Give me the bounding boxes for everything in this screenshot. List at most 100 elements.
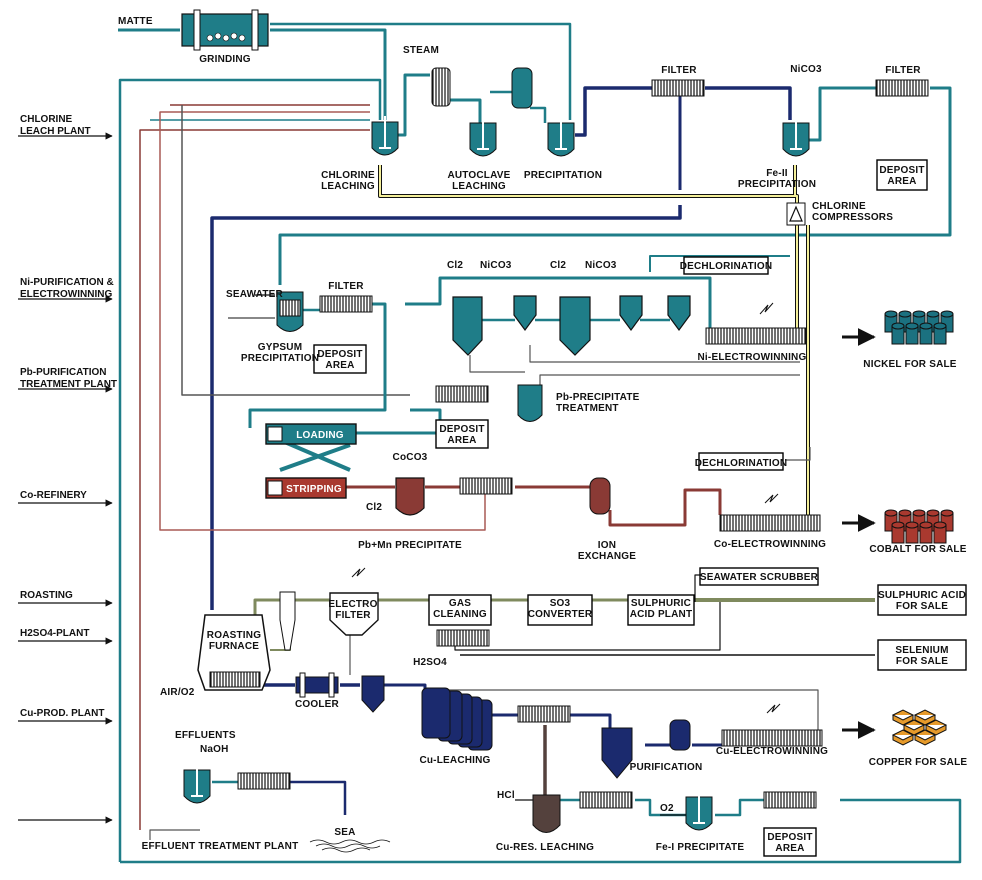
nickel-cylinder <box>933 322 947 345</box>
side-label-cu-prod-plant: Cu-PROD. PLANT <box>20 708 104 719</box>
cooler-drum <box>295 672 339 698</box>
label-seawater: SEAWATER <box>226 289 284 300</box>
roasting-furnace <box>197 614 271 691</box>
purification-thickener <box>601 727 633 779</box>
label-filter1: FILTER <box>661 65 697 76</box>
ni-cell <box>705 327 807 345</box>
label-co-electrowinning: Co-ELECTROWINNING <box>714 539 826 550</box>
label-seawater-scrubber: SEAWATER SCRUBBER <box>700 572 819 583</box>
filter-10 <box>763 791 817 809</box>
filter-5 <box>459 477 513 495</box>
label-cl2-b: Cl2 <box>550 260 566 271</box>
filter-1 <box>651 79 705 97</box>
nickel-cylinder <box>905 322 919 345</box>
chlorine-leaching-tank <box>371 116 399 156</box>
steam-heater <box>431 67 451 107</box>
side-label-roasting: ROASTING <box>20 590 73 601</box>
label-grinding: GRINDING <box>199 54 251 65</box>
chlorine-compressor <box>786 202 806 226</box>
label-filter2: FILTER <box>885 65 921 76</box>
label-copper-for-sale: COPPER FOR SALE <box>869 757 968 768</box>
nickel-cylinder <box>919 322 933 345</box>
products <box>842 310 954 746</box>
filters <box>237 79 929 809</box>
label-cu-leaching: Cu-LEACHING <box>419 755 490 766</box>
pb-precipitate-tank <box>517 384 543 422</box>
ion-exchange-column <box>589 477 611 515</box>
side-label-ni-purification: Ni-PURIFICATION &ELECTROWINNING <box>20 277 114 300</box>
cooler-bin <box>361 675 385 713</box>
pb-mn-precipitate-tank <box>395 477 425 516</box>
flash-vessel <box>511 67 533 109</box>
cobalt-cylinder <box>905 521 919 544</box>
label-cu-res-leaching: Cu-RES. LEACHING <box>496 842 594 853</box>
co-cell <box>719 514 821 532</box>
label-nico3-top: NiCO3 <box>790 64 822 75</box>
label-precipitation: PRECIPITATION <box>524 170 602 181</box>
label-steam: STEAM <box>403 45 439 56</box>
filter-6 <box>436 629 490 647</box>
cyclone <box>279 591 296 651</box>
pipes <box>118 22 962 864</box>
label-air-o2: AIR/O2 <box>160 687 195 698</box>
label-effluent-treatment-plant: EFFLUENT TREATMENT PLANT <box>142 841 299 852</box>
label-cooler: COOLER <box>295 699 340 710</box>
stripping-unit <box>265 477 347 499</box>
precipitation-tank <box>547 117 575 157</box>
label-o2: O2 <box>660 803 674 814</box>
side-label-h2so4-plant: H2SO4-PLANT <box>20 628 89 639</box>
label-stripping: STRIPPING <box>286 484 342 495</box>
purification-column <box>669 719 691 751</box>
label-filter3: FILTER <box>328 281 364 292</box>
label-cu-electrowinning: Cu-ELECTROWINNING <box>716 746 828 757</box>
copper-plate <box>924 719 948 736</box>
label-h2so4: H2SO4 <box>413 657 447 668</box>
label-coco3: CoCO3 <box>393 452 428 463</box>
label-matte: MATTE <box>118 16 153 27</box>
label-nico3-b: NiCO3 <box>585 260 617 271</box>
cu-res-leaching-tank <box>532 794 561 833</box>
copper-plate <box>891 729 915 746</box>
cu-leaching-train <box>421 687 493 751</box>
label-ni-electrowinning: Ni-ELECTROWINNING <box>698 352 807 363</box>
label-fe1-precipitate: Fe-I PRECIPITATE <box>656 842 745 853</box>
autoclave-tank <box>469 117 497 157</box>
fe2-precipitation-tank <box>782 117 810 157</box>
fe1-precipitate-tank <box>685 791 713 831</box>
electrowinning-cells <box>705 327 823 747</box>
copper-plate <box>913 729 937 746</box>
label-dechlorination2: DECHLORINATION <box>695 458 788 469</box>
boxed-units <box>313 159 967 857</box>
label-loading: LOADING <box>296 430 344 441</box>
nickel-cylinder <box>891 322 905 345</box>
filter-9 <box>579 791 633 809</box>
electric-spark-icons <box>351 302 781 714</box>
filter-8 <box>237 772 291 790</box>
label-nico3-a: NiCO3 <box>480 260 512 271</box>
sea-waves <box>309 839 391 853</box>
grinding-mill <box>181 9 269 51</box>
ni-thickeners <box>452 295 691 356</box>
loading-unit <box>265 423 357 445</box>
electro-filter <box>329 592 379 636</box>
label-sea: SEA <box>334 827 355 838</box>
gypsum-tank <box>276 291 304 332</box>
cobalt-cylinder <box>891 521 905 544</box>
label-effluents: EFFLUENTS <box>175 730 236 741</box>
cobalt-cylinder <box>933 521 947 544</box>
